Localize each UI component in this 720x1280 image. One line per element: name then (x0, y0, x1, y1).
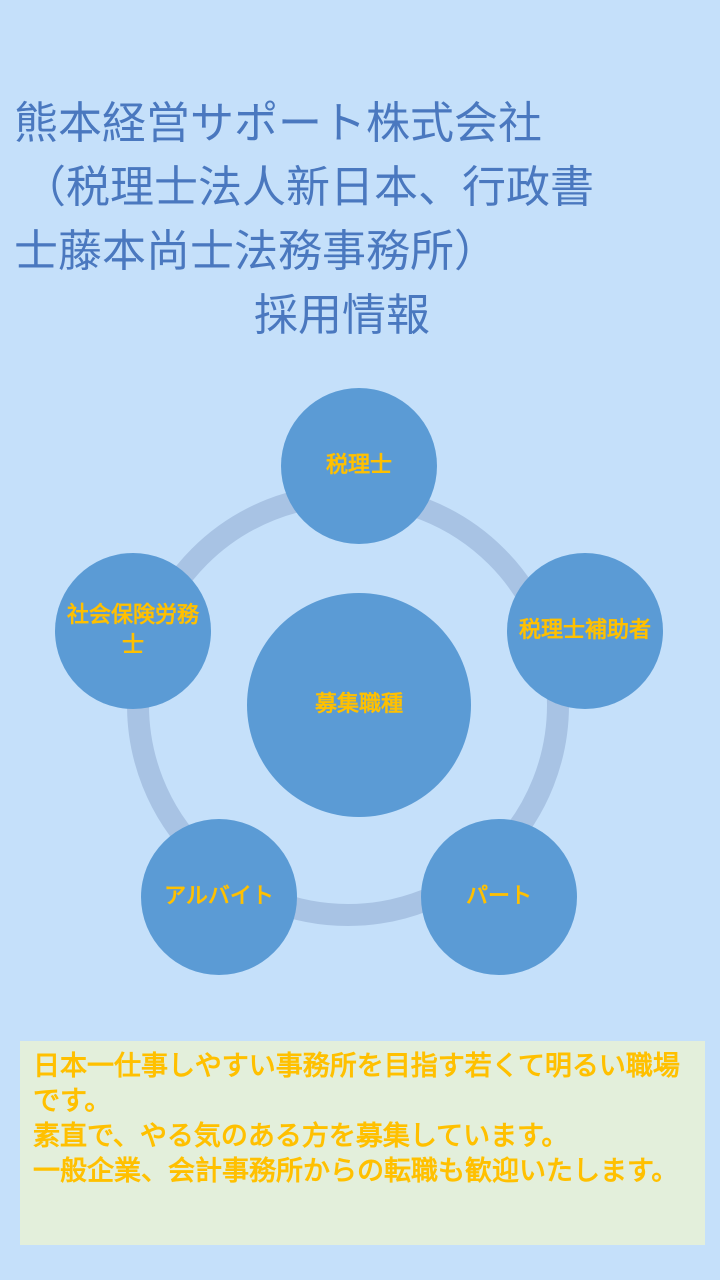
message-line: 日本一仕事しやすい事務所を目指す若くて明るい職場です。 (33, 1051, 680, 1117)
node-part-time: パート (421, 819, 577, 975)
message-line: 一般企業、会計事務所からの転職も歓迎いたします。 (33, 1156, 679, 1187)
title-line-affiliates-2: 士藤本尚士法務事務所） (14, 226, 498, 277)
title-line-company: 熊本経営サポート株式会社 (14, 98, 542, 149)
center-node-label: 募集職種 (314, 692, 403, 717)
node-sharoushi: 社会保険労務士 (55, 553, 211, 709)
node-zeirishi: 税理士 (281, 388, 437, 544)
node-label: 税理士 (325, 453, 392, 478)
title-line-affiliates-1: （税理士法人新日本、行政書 (22, 162, 594, 213)
node-label: アルバイト (164, 884, 274, 909)
message-line: 素直で、やる気のある方を募集しています。 (33, 1121, 569, 1152)
center-node: 募集職種 (247, 593, 471, 817)
job-types-diagram: 募集職種 税理士 税理士補助者 パート アルバイト 社会保険労務士 (0, 380, 720, 990)
node-zeirishi-assistant: 税理士補助者 (507, 553, 663, 709)
node-label: 社会保険労務士 (67, 603, 200, 658)
page-title: 熊本経営サポート株式会社 （税理士法人新日本、行政書 士藤本尚士法務事務所） 採… (14, 92, 714, 348)
node-label: 税理士補助者 (519, 618, 652, 643)
title-line-recruitment: 採用情報 (254, 290, 430, 341)
recruitment-message: 日本一仕事しやすい事務所を目指す若くて明るい職場です。 素直で、やる気のある方を… (20, 1041, 705, 1245)
node-arbeit: アルバイト (141, 819, 297, 975)
node-label: パート (465, 884, 532, 909)
